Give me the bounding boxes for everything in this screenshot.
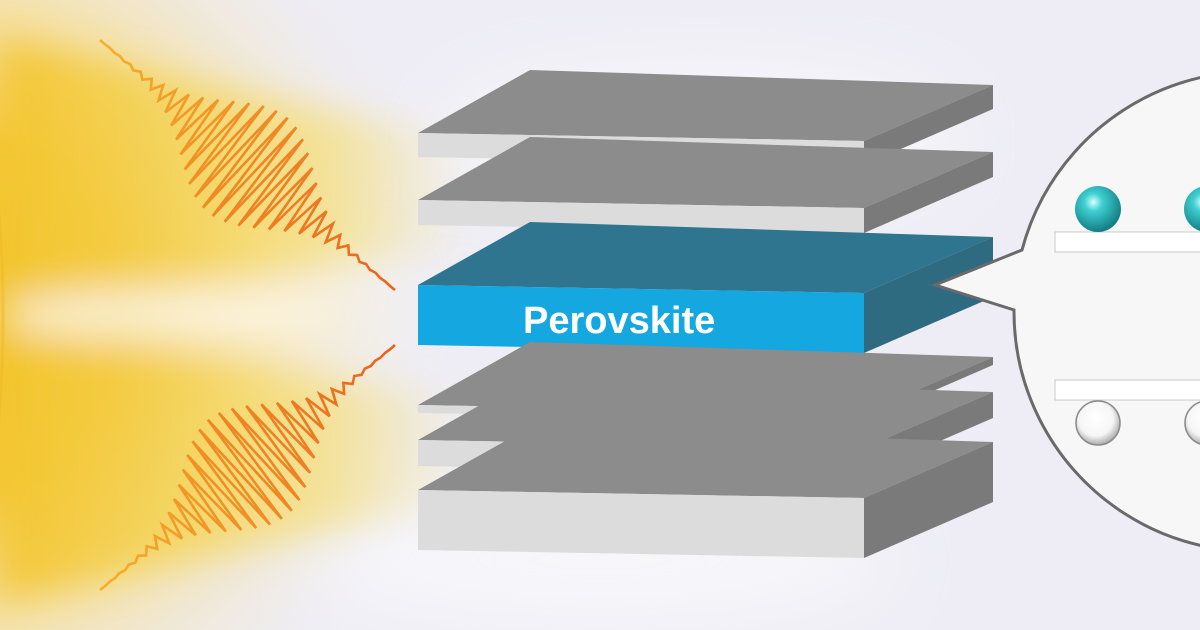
layer-top-face bbox=[418, 427, 993, 498]
layer-top-face bbox=[418, 137, 993, 208]
layer-stack bbox=[418, 70, 993, 558]
layer-side-face bbox=[864, 237, 993, 353]
upper-interface-bar bbox=[1054, 231, 1200, 253]
light-wave-top bbox=[99, 39, 396, 292]
perovskite-layer bbox=[418, 222, 993, 353]
layer-top-face bbox=[418, 222, 993, 293]
electron-sphere bbox=[1075, 186, 1121, 232]
sunlight-glow bbox=[0, 0, 700, 630]
perovskite-label: Perovskite bbox=[523, 300, 715, 342]
layer-top-face bbox=[418, 70, 993, 141]
lower-interface-bar bbox=[1054, 379, 1200, 401]
zoom-bubble bbox=[930, 76, 1200, 547]
layer-front-face bbox=[418, 285, 864, 353]
hole-sphere bbox=[1184, 401, 1200, 445]
electron-sphere bbox=[1184, 187, 1200, 231]
layer-front-face bbox=[418, 490, 864, 558]
light-wave-bottom bbox=[99, 344, 396, 592]
hole-sphere bbox=[1075, 400, 1121, 446]
layer-side-face bbox=[864, 152, 993, 233]
layer-side-face bbox=[864, 442, 993, 558]
layer-side-face bbox=[864, 85, 993, 165]
layer-6 bbox=[418, 427, 993, 558]
